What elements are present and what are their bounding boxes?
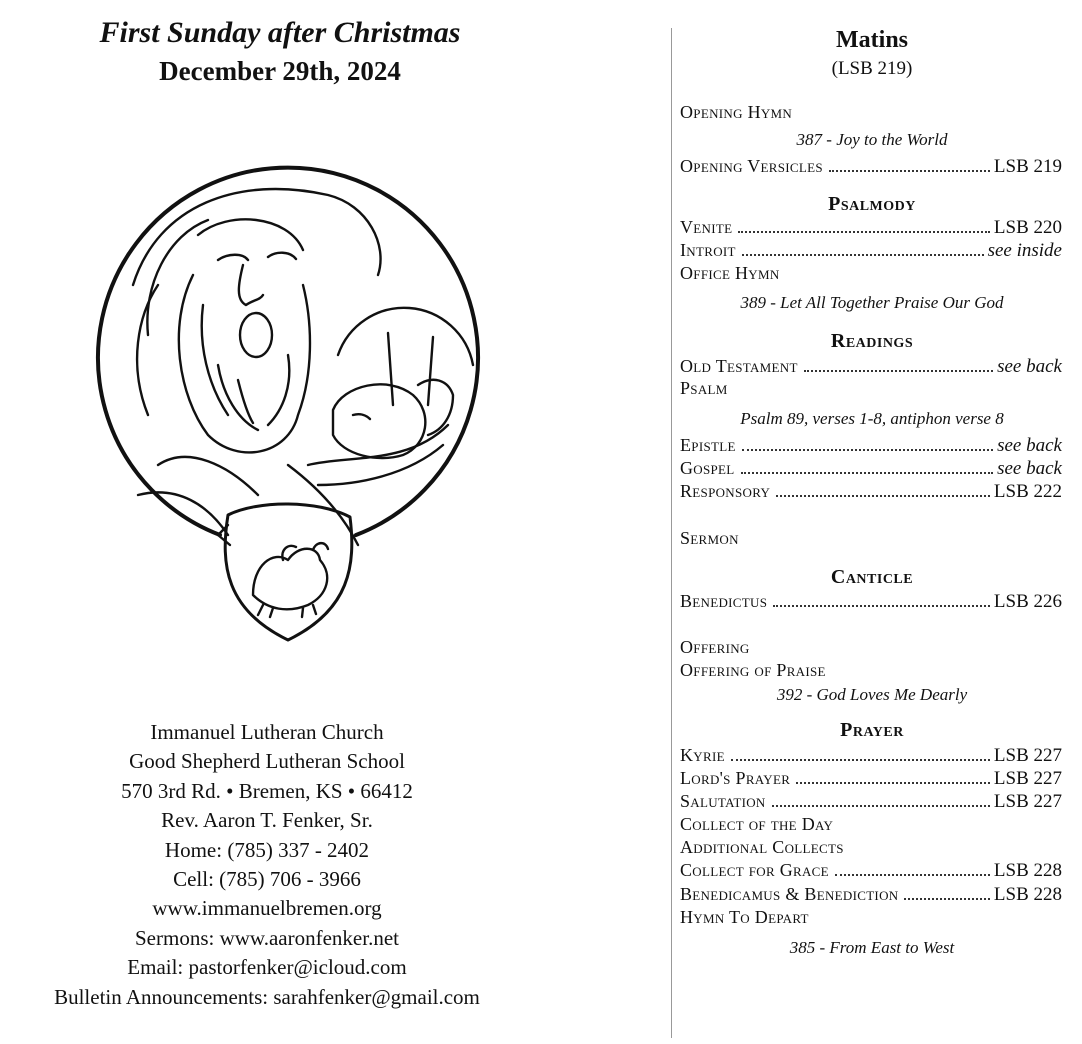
responsory-row: Responsory LSB 222: [680, 481, 1062, 503]
row-label: Salutation: [680, 791, 766, 811]
row-label: Responsory: [680, 481, 771, 501]
order-subtitle: (LSB 219): [831, 58, 913, 79]
dot-leader: [741, 448, 994, 451]
announcements-email: Bulletin Announcements: sarahfenker@gmai…: [54, 984, 480, 1009]
panel-divider: [671, 28, 672, 1038]
simeon-illustration: [96, 165, 480, 642]
dot-leader: [796, 781, 990, 784]
row-label: Introit: [680, 240, 736, 260]
office-hymn-label: Office Hymn: [680, 263, 780, 283]
row-ref: LSB 220: [993, 217, 1062, 238]
row-ref: see inside: [987, 240, 1062, 261]
readings-heading: Readings: [830, 330, 914, 352]
row-ref: LSB 227: [993, 768, 1062, 789]
row-ref: see back: [997, 458, 1062, 479]
psalm-title: Psalm 89, verses 1-8, antiphon verse 8: [740, 409, 1004, 428]
dot-leader: [741, 253, 984, 256]
row-ref: LSB 226: [993, 591, 1062, 612]
old-testament-row: Old Testament see back: [680, 356, 1062, 378]
dot-leader: [776, 494, 990, 497]
row-label: Opening Versicles: [680, 156, 823, 176]
opening-versicles-row: Opening Versicles LSB 219: [680, 156, 1062, 178]
row-label: Venite: [680, 217, 733, 237]
order-title: Matins: [836, 27, 908, 53]
opening-hymn-label: Opening Hymn: [680, 102, 793, 122]
order-of-service-panel: Matins (LSB 219) Opening Hymn 387 - Joy …: [672, 0, 1082, 1044]
benedicamus-row: Benedicamus & Benediction LSB 228: [680, 884, 1062, 906]
row-label: Old Testament: [680, 356, 798, 376]
dot-leader: [730, 758, 990, 761]
offering-label: Offering: [680, 637, 750, 657]
school-name: Good Shepherd Lutheran School: [129, 749, 405, 774]
dot-leader: [803, 369, 994, 372]
kyrie-row: Kyrie LSB 227: [680, 745, 1062, 767]
row-label: Lord's Prayer: [680, 768, 791, 788]
additional-collects-label: Additional Collects: [680, 837, 844, 857]
dot-leader: [828, 169, 990, 172]
collect-for-grace-row: Collect for Grace LSB 228: [680, 860, 1062, 882]
row-ref: see back: [997, 435, 1062, 456]
lords-prayer-row: Lord's Prayer LSB 227: [680, 768, 1062, 790]
row-ref: LSB 219: [993, 156, 1062, 177]
psalm-label: Psalm: [680, 378, 728, 398]
prayer-heading: Prayer: [840, 719, 904, 741]
sermon-label: Sermon: [680, 528, 739, 548]
row-label: Benedicamus & Benediction: [680, 884, 899, 904]
dot-leader: [904, 897, 990, 900]
row-label: Epistle: [680, 435, 736, 455]
closing-hymn-title: 385 - From East to West: [789, 938, 955, 957]
offering-hymn-title: 392 - God Loves Me Dearly: [776, 685, 968, 704]
church-contact-info: Immanuel Lutheran Church Good Shepherd L…: [0, 718, 534, 1012]
sermons-website: Sermons: www.aaronfenker.net: [135, 925, 399, 950]
row-ref: LSB 228: [993, 860, 1062, 881]
row-label: Kyrie: [680, 745, 725, 765]
offering-of-praise-label: Offering of Praise: [680, 660, 826, 680]
home-phone: Home: (785) 337 - 2402: [164, 837, 370, 862]
introit-row: Introit see inside: [680, 240, 1062, 262]
row-ref: LSB 227: [993, 745, 1062, 766]
dot-leader: [834, 873, 990, 876]
gospel-row: Gospel see back: [680, 458, 1062, 480]
collect-of-day-label: Collect of the Day: [680, 814, 834, 834]
dot-leader: [771, 804, 990, 807]
dot-leader: [738, 230, 990, 233]
pastor-email: Email: pastorfenker@icloud.com: [127, 955, 407, 980]
cell-phone: Cell: (785) 706 - 3966: [173, 867, 361, 892]
service-date: December 29th, 2024: [159, 56, 401, 86]
canticle-heading: Canticle: [830, 566, 914, 588]
row-ref: see back: [997, 356, 1062, 377]
epistle-row: Epistle see back: [680, 435, 1062, 457]
pastor-name: Rev. Aaron T. Fenker, Sr.: [161, 808, 373, 833]
row-label: Collect for Grace: [680, 860, 829, 880]
church-website: www.immanuelbremen.org: [152, 896, 382, 921]
church-address: 570 3rd Rd. • Bremen, KS • 66412: [121, 778, 413, 803]
cover-panel: First Sunday after Christmas December 29…: [0, 16, 534, 1012]
row-label: Gospel: [680, 458, 735, 478]
dot-leader: [773, 604, 990, 607]
church-name: Immanuel Lutheran Church: [150, 720, 384, 744]
row-ref: LSB 228: [993, 884, 1062, 905]
salutation-row: Salutation LSB 227: [680, 791, 1062, 813]
office-hymn-title: 389 - Let All Together Praise Our God: [740, 293, 1004, 312]
benedictus-row: Benedictus LSB 226: [680, 591, 1062, 613]
row-label: Benedictus: [680, 591, 768, 611]
row-ref: LSB 222: [993, 481, 1062, 502]
service-title: First Sunday after Christmas: [99, 16, 461, 49]
dot-leader: [740, 471, 994, 474]
psalmody-heading: Psalmody: [828, 193, 916, 215]
hymn-to-depart-label: Hymn To Depart: [680, 907, 809, 927]
row-ref: LSB 227: [993, 791, 1062, 812]
venite-row: Venite LSB 220: [680, 217, 1062, 239]
opening-hymn-title: 387 - Joy to the World: [796, 130, 948, 149]
